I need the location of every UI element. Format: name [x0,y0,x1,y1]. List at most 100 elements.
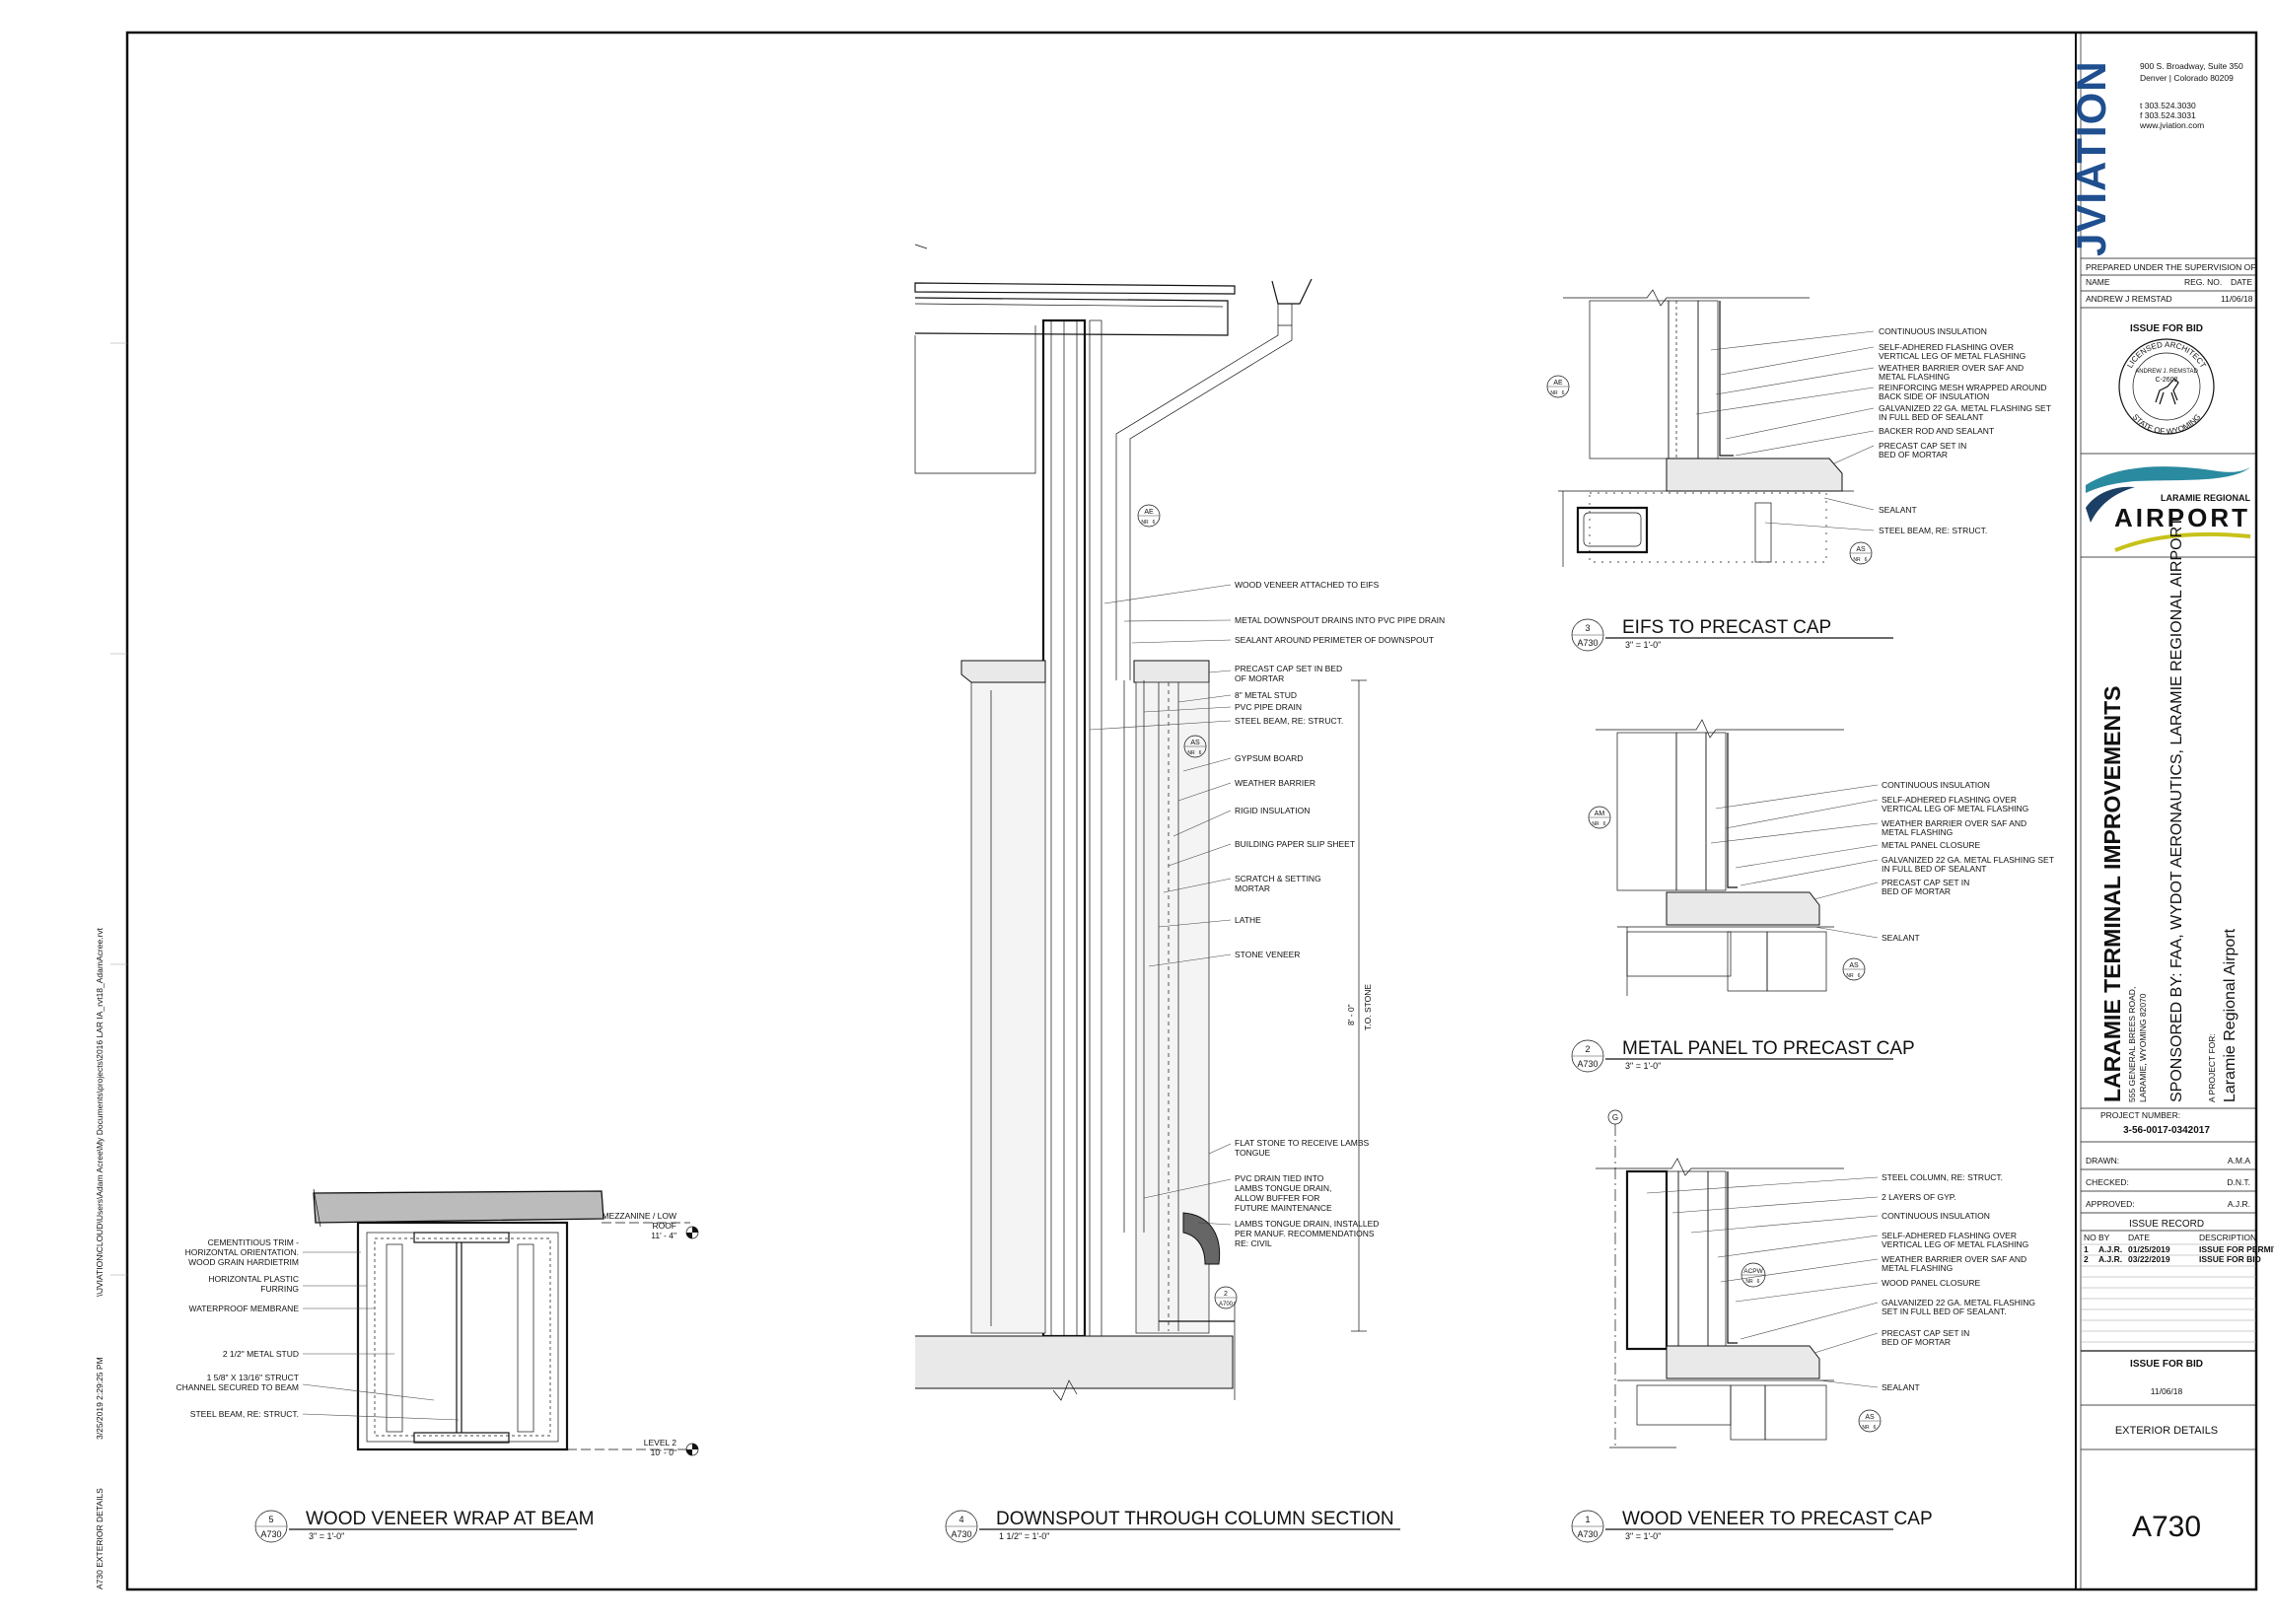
tag-num: 6 [1874,1425,1877,1431]
note: STONE VENEER [1235,950,1300,959]
client-logo: LARAMIE REGIONAL AIRPORT [2086,466,2251,552]
note: RE: CIVIL [1235,1238,1272,1248]
note: FURRING [260,1284,299,1294]
tag-num: 6 [1199,750,1202,756]
tag-sub: NR [1592,821,1599,827]
note: IN FULL BED OF SEALANT [1879,412,1983,422]
issue-cell: 03/22/2019 [2128,1254,2170,1264]
note: 2 LAYERS OF GYP. [1882,1192,1956,1202]
issue-cell: 01/25/2019 [2128,1244,2170,1254]
issue-cell: A.J.R. [2098,1244,2122,1254]
signoff-value: A.M.A [2228,1156,2250,1165]
note: LATHE [1235,915,1261,925]
svg-text:LICENSED ARCHITECT: LICENSED ARCHITECT [2125,340,2207,370]
grid-label: G [1612,1113,1618,1122]
note: STEEL COLUMN, RE: STRUCT. [1882,1172,2003,1182]
detail-number: 5 [268,1515,273,1524]
detail-number: 4 [959,1515,963,1524]
prepared-name: ANDREW J REMSTAD [2086,294,2172,304]
issue-cell: 1 [2084,1244,2089,1254]
detail-sheet-ref: A730 [951,1529,971,1539]
note: BED OF MORTAR [1882,886,1951,896]
detail-number: 3 [1585,623,1590,633]
detail-title: WOOD VENEER TO PRECAST CAP [1622,1509,1933,1529]
note: SELF-ADHERED FLASHING OVER [1882,1231,2017,1240]
bucking-horse-icon [2155,378,2179,405]
note: CHANNEL SECURED TO BEAM [176,1382,299,1392]
seal-top-text: LICENSED ARCHITECT [2125,340,2207,370]
project-number-label: PROJECT NUMBER: [2100,1110,2180,1120]
tag-code: 2 [1224,1291,1228,1298]
note: STEEL BEAM, RE: STRUCT. [1879,526,1987,535]
level-mezz-elev: 11' - 4" [651,1231,676,1240]
tag-num: 6 [1865,557,1868,563]
note: CONTINUOUS INSULATION [1882,780,1990,790]
note: PVC DRAIN TIED INTO [1235,1173,1324,1183]
tag-ae-detail3: AE NR 6 [1546,375,1570,398]
detail-title: WOOD VENEER WRAP AT BEAM [306,1509,594,1529]
sheet-name: EXTERIOR DETAILS [2115,1425,2218,1437]
note: SELF-ADHERED FLASHING OVER [1879,342,2014,352]
note: PVC PIPE DRAIN [1235,702,1302,712]
tag-num: 6 [1562,390,1565,396]
grid-bubble-g: G [1607,1109,1623,1449]
project-number: 3-56-0017-0342017 [2123,1125,2210,1136]
level-2-elev: 10' - 0" [651,1447,676,1457]
note: WEATHER BARRIER OVER SAF AND [1882,1254,2026,1264]
note: WOOD PANEL CLOSURE [1882,1278,1980,1288]
tag-as-detail1: AS NR 6 [1858,1409,1882,1433]
note: PRECAST CAP SET IN [1879,441,1966,451]
note: LAMBS TONGUE DRAIN, INSTALLED [1235,1219,1379,1229]
detail-3-eifs-cap: AE NR 6 AS NR 6 CONTINUOUS INSULATION SE… [1546,289,2051,567]
note: TONGUE [1235,1148,1271,1158]
detail-2-metal-panel-cap: AM NR 6 AS NR 6 CONTINUOUS INSULATION SE… [1588,719,2054,996]
firm-name: JVIATION [2068,60,2114,256]
signoff-value: D.N.T. [2227,1177,2250,1187]
detail-sheet-ref: A730 [1577,1529,1598,1539]
tag-code: AE [1553,380,1563,387]
tag-code: AS [1849,962,1859,969]
prepared-col-reg: REG. NO. [2184,277,2222,287]
note: 8" METAL STUD [1235,690,1297,700]
level-2-name: LEVEL 2 [644,1438,677,1447]
client-logo-line2: AIRPORT [2114,503,2250,532]
level-mezz-name: MEZZANINE / LOW [602,1211,676,1221]
sheet-number: A730 [2132,1511,2201,1543]
tag-code: AM [1595,811,1605,817]
signoff-value: A.J.R. [2228,1199,2250,1209]
tag-num: 6 [1858,973,1861,979]
note: WEATHER BARRIER OVER SAF AND [1879,363,2024,373]
detail-title: METAL PANEL TO PRECAST CAP [1622,1038,1915,1059]
note: OF MORTAR [1235,673,1284,683]
note: METAL DOWNSPOUT DRAINS INTO PVC PIPE DRA… [1235,615,1445,625]
firm-logo: JVIATION [2068,60,2114,256]
detail-5-wood-veneer-wrap: MEZZANINE / LOW ROOF 11' - 4" LEVEL 2 10… [176,1188,699,1457]
seal-number: C-2602 [2156,377,2178,384]
title-block: JVIATION 900 S. Broadway, Suite 350 Denv… [2068,33,2274,1589]
note: BACKER ROD AND SEALANT [1879,426,1994,436]
issue-for-bid-heading: ISSUE FOR BID [2130,323,2203,334]
project-for-label: A PROJECT FOR: [2207,1033,2217,1102]
note: GALVANIZED 22 GA. METAL FLASHING [1882,1298,2035,1307]
note: REINFORCING MESH WRAPPED AROUND [1879,383,2047,392]
note: SELF-ADHERED FLASHING OVER [1882,795,2017,805]
note: SEALANT [1879,505,1917,515]
note: SCRATCH & SETTING [1235,874,1321,883]
note: CONTINUOUS INSULATION [1882,1211,1990,1221]
note: BACK SIDE OF INSULATION [1879,391,1989,401]
note: WEATHER BARRIER OVER SAF AND [1882,818,2026,828]
note: VERTICAL LEG OF METAL FLASHING [1882,1239,2028,1249]
detail-scale: 3" = 1'-0" [1625,1531,1661,1541]
note: VERTICAL LEG OF METAL FLASHING [1882,804,2028,813]
prepared-heading: PREPARED UNDER THE SUPERVISION OF: [2086,262,2258,272]
issue-header: DESCRIPTION [2199,1233,2256,1242]
issue-cell: ISSUE FOR BID [2199,1254,2261,1264]
note: BED OF MORTAR [1879,450,1948,459]
side-file-info: \\JVIATION\CLOUD\Users\Adam Acree\My Doc… [95,927,105,1589]
sheet-border [125,31,2258,1591]
